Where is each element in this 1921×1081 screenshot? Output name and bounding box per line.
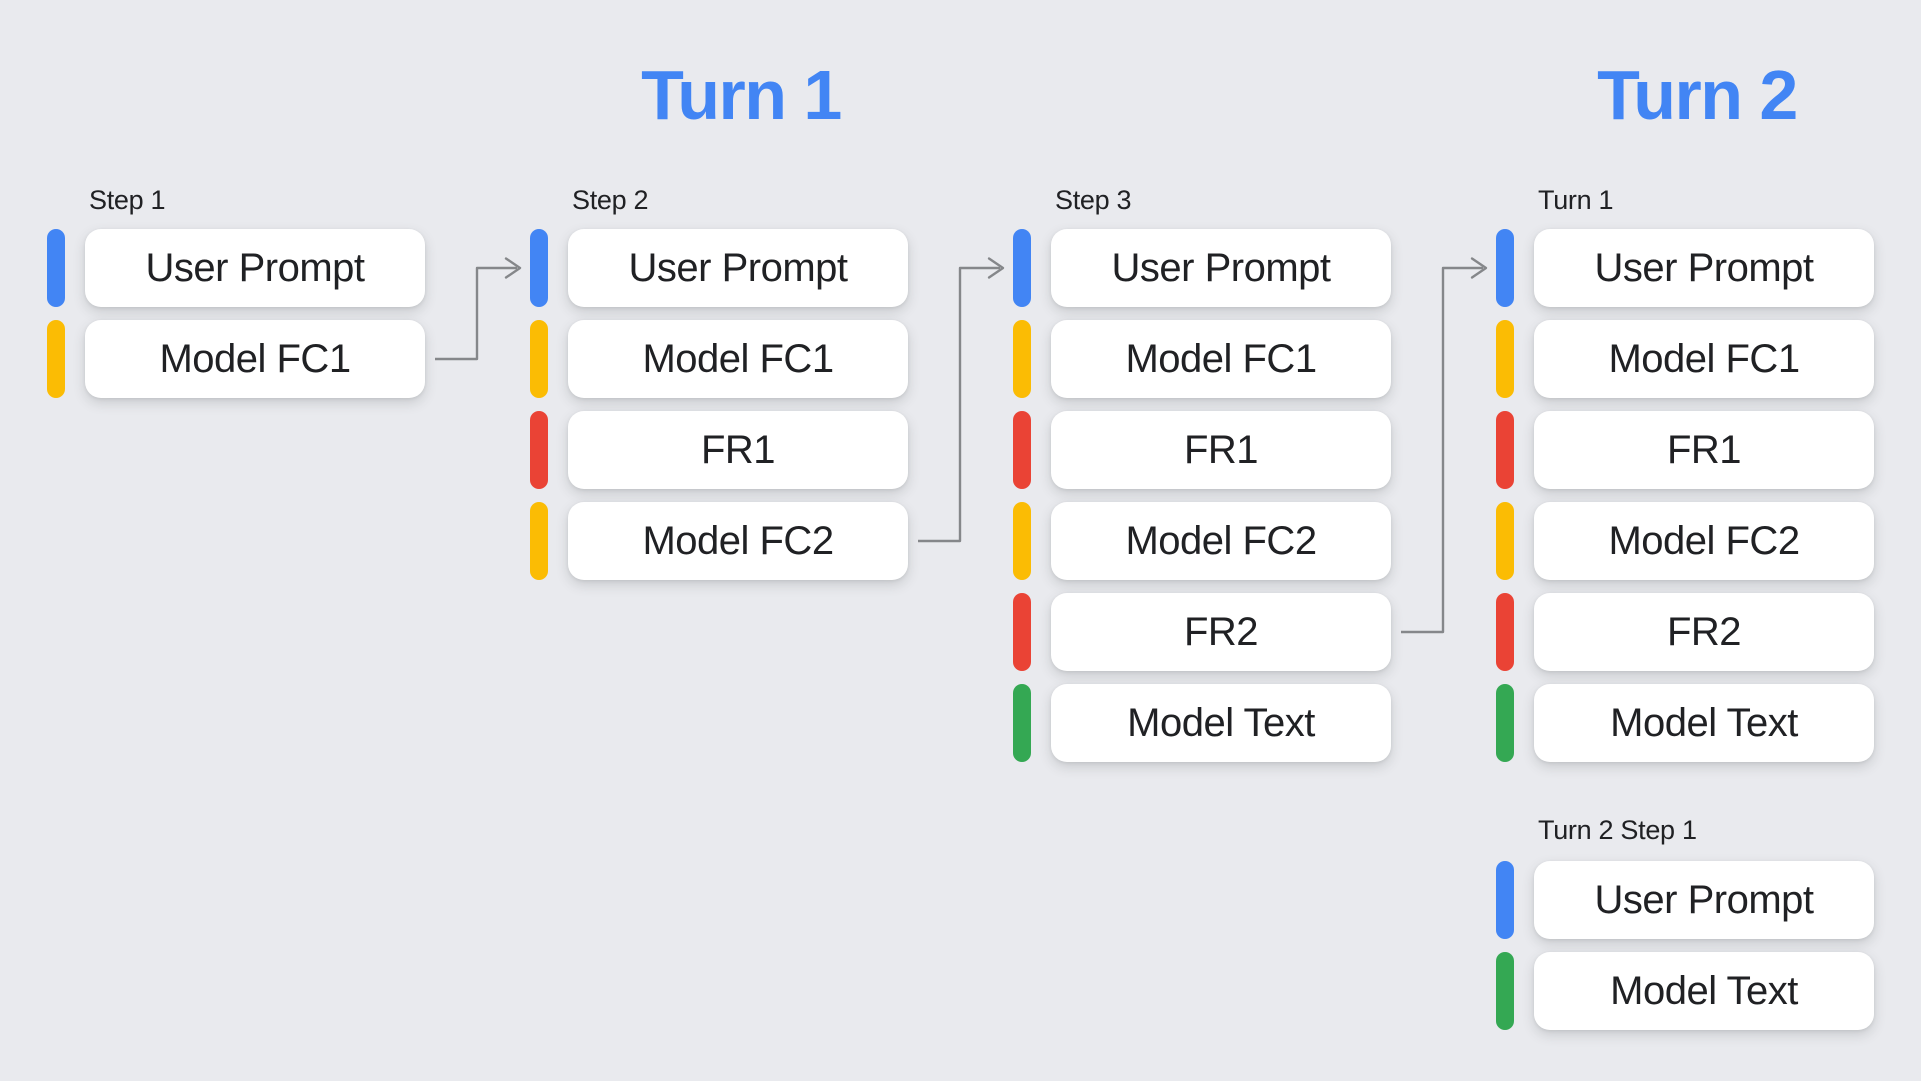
card-label: User Prompt xyxy=(628,246,849,290)
card-label: FR1 xyxy=(1666,428,1742,472)
arrowhead-icon xyxy=(1470,257,1488,279)
card-fr1: FR1 xyxy=(1051,411,1391,489)
group-label: Step 1 xyxy=(89,185,166,215)
card-model-fc2: Model FC2 xyxy=(568,502,908,580)
color-bar-blue xyxy=(1013,229,1031,307)
arrowhead-icon xyxy=(504,257,522,279)
color-bar-blue xyxy=(1496,861,1514,939)
flow-arrow-line xyxy=(918,266,1000,543)
color-bar-red xyxy=(1013,593,1031,671)
card-model-fc1: Model FC1 xyxy=(1051,320,1391,398)
card-fr1: FR1 xyxy=(568,411,908,489)
card-label: User Prompt xyxy=(1111,246,1332,290)
card-label: Model FC2 xyxy=(1608,519,1800,563)
color-bar-blue xyxy=(47,229,65,307)
color-bar-green xyxy=(1496,684,1514,762)
color-bar-yellow xyxy=(47,320,65,398)
card-model-fc1: Model FC1 xyxy=(568,320,908,398)
card-model-text: Model Text xyxy=(1534,952,1874,1030)
card-model-fc2: Model FC2 xyxy=(1051,502,1391,580)
color-bar-green xyxy=(1013,684,1031,762)
card-label: FR1 xyxy=(700,428,776,472)
card-label: Model FC1 xyxy=(1608,337,1800,381)
color-bar-yellow xyxy=(530,502,548,580)
card-label: Model Text xyxy=(1127,701,1315,745)
card-user-prompt: User Prompt xyxy=(1051,229,1391,307)
color-bar-blue xyxy=(1496,229,1514,307)
color-bar-green xyxy=(1496,952,1514,1030)
card-label: Model FC2 xyxy=(642,519,834,563)
card-label: FR2 xyxy=(1183,610,1259,654)
card-label: FR2 xyxy=(1666,610,1742,654)
color-bar-yellow xyxy=(530,320,548,398)
card-fr2: FR2 xyxy=(1534,593,1874,671)
card-user-prompt: User Prompt xyxy=(1534,861,1874,939)
card-label: Model FC1 xyxy=(159,337,351,381)
color-bar-red xyxy=(1496,411,1514,489)
color-bar-blue xyxy=(530,229,548,307)
card-fr1: FR1 xyxy=(1534,411,1874,489)
card-fr2: FR2 xyxy=(1051,593,1391,671)
group-label: Turn 1 xyxy=(1538,185,1614,215)
card-label: User Prompt xyxy=(145,246,366,290)
flow-arrow-line xyxy=(435,266,517,361)
card-label: User Prompt xyxy=(1594,246,1815,290)
card-label: Model Text xyxy=(1610,969,1798,1013)
group-label: Step 2 xyxy=(572,185,649,215)
arrowhead-icon xyxy=(987,257,1005,279)
turn-1-title: Turn 1 xyxy=(641,56,842,134)
turn-2-title: Turn 2 xyxy=(1597,56,1798,134)
card-model-fc2: Model FC2 xyxy=(1534,502,1874,580)
card-model-fc1: Model FC1 xyxy=(85,320,425,398)
card-label: Model FC1 xyxy=(1125,337,1317,381)
flow-arrow-line xyxy=(1401,266,1483,634)
card-user-prompt: User Prompt xyxy=(1534,229,1874,307)
color-bar-yellow xyxy=(1496,320,1514,398)
card-model-fc1: Model FC1 xyxy=(1534,320,1874,398)
card-user-prompt: User Prompt xyxy=(568,229,908,307)
group-label: Turn 2 Step 1 xyxy=(1538,815,1697,845)
color-bar-yellow xyxy=(1496,502,1514,580)
card-user-prompt: User Prompt xyxy=(85,229,425,307)
group-label: Step 3 xyxy=(1055,185,1132,215)
card-label: User Prompt xyxy=(1594,878,1815,922)
color-bar-yellow xyxy=(1013,502,1031,580)
card-label: FR1 xyxy=(1183,428,1259,472)
color-bar-yellow xyxy=(1013,320,1031,398)
card-label: Model Text xyxy=(1610,701,1798,745)
card-label: Model FC1 xyxy=(642,337,834,381)
color-bar-red xyxy=(1013,411,1031,489)
color-bar-red xyxy=(530,411,548,489)
color-bar-red xyxy=(1496,593,1514,671)
card-model-text: Model Text xyxy=(1051,684,1391,762)
card-model-text: Model Text xyxy=(1534,684,1874,762)
card-label: Model FC2 xyxy=(1125,519,1317,563)
